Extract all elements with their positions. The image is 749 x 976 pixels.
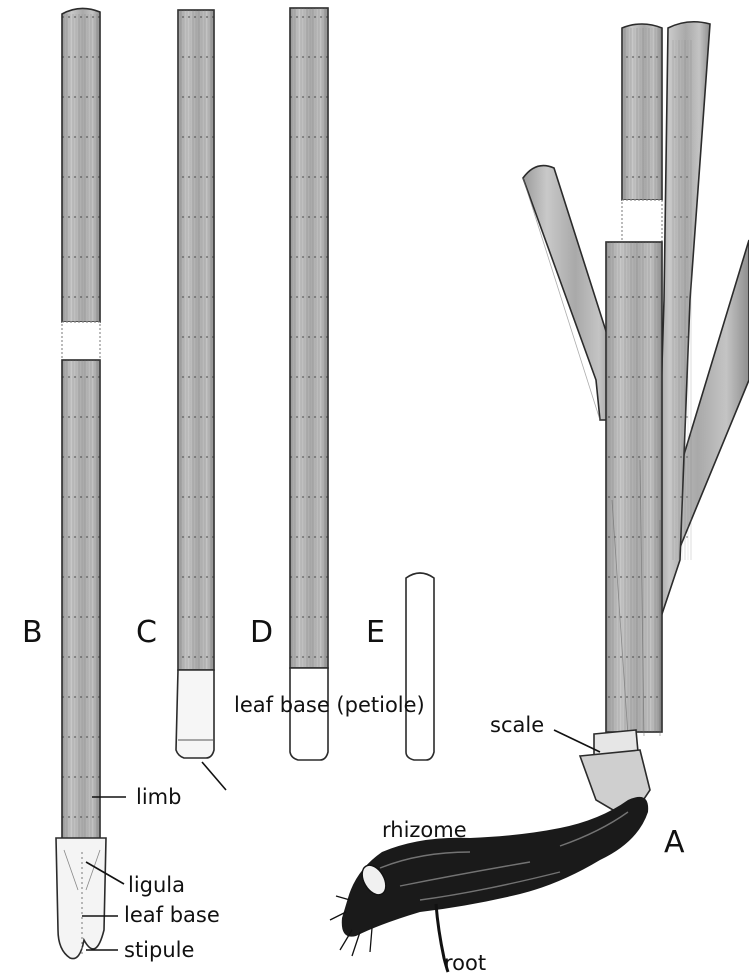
leader-scale	[554, 730, 600, 752]
leaf-b-leaf-base	[56, 838, 106, 959]
panel-label-b: B	[22, 615, 43, 650]
panel-label-a: A	[664, 825, 685, 860]
leaf-e	[406, 573, 434, 760]
leaf-d-veins	[290, 8, 328, 668]
leaf-c-petiole	[176, 670, 214, 758]
leaf-b	[56, 8, 106, 958]
plant-a-side-leaf	[523, 166, 618, 420]
leader-petiole	[202, 762, 226, 790]
panel-label-d: D	[250, 615, 273, 650]
label-leaf-base-petiole: leaf base (petiole)	[234, 693, 425, 717]
label-rhizome: rhizome	[382, 818, 467, 842]
leaf-c-veins	[178, 10, 214, 670]
leaf-d	[290, 8, 328, 760]
panel-label-e: E	[366, 615, 385, 650]
plant-a-gap	[622, 200, 662, 242]
label-scale: scale	[490, 713, 544, 737]
leaf-c	[176, 10, 214, 758]
label-stipule: stipule	[124, 938, 194, 962]
leaf-e-petiole	[406, 573, 434, 760]
label-limb: limb	[136, 785, 181, 809]
leaf-b-veins-lower	[62, 360, 100, 840]
label-root: root	[444, 951, 486, 975]
panel-label-c: C	[136, 615, 157, 650]
leaf-b-veins-upper	[62, 14, 100, 322]
leaf-b-gap	[62, 322, 100, 360]
label-leaf-base: leaf base	[124, 903, 220, 927]
label-ligula: ligula	[128, 873, 185, 897]
